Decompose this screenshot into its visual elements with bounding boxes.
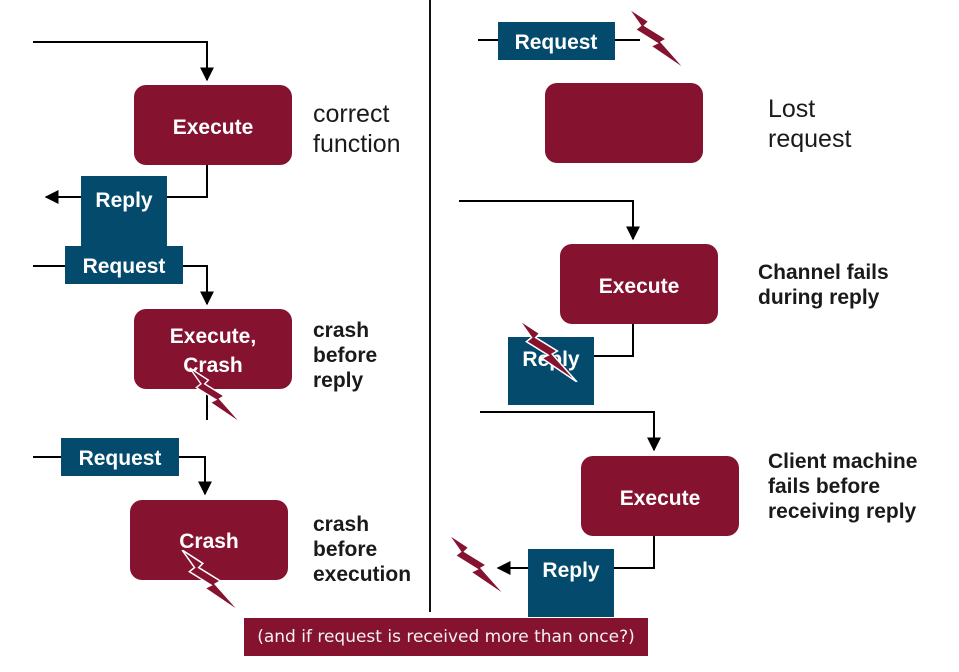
scenario-crash-before-execution: Request Crash bbox=[33, 438, 288, 612]
scenario-lost-request: Request bbox=[478, 8, 703, 163]
request-box bbox=[498, 22, 615, 60]
scenario-correct-function: Execute Reply bbox=[33, 41, 292, 248]
execute-crash-box bbox=[134, 309, 292, 389]
label-channel-fails: Channel fails during reply bbox=[758, 261, 889, 309]
request-box bbox=[61, 438, 179, 476]
label-crash-before-execution: crash before execution bbox=[313, 513, 412, 586]
execute-box bbox=[134, 85, 292, 165]
lost-request-box bbox=[545, 83, 703, 163]
scenario-channel-fails: Execute Reply bbox=[459, 200, 718, 405]
request-box-label: Request bbox=[83, 255, 166, 278]
connector-line bbox=[480, 411, 661, 452]
reply-box-label: Reply bbox=[542, 559, 600, 582]
connector-line bbox=[594, 324, 634, 357]
execute-box bbox=[581, 456, 739, 536]
crash-box bbox=[130, 500, 288, 580]
lightning-bolt-icon bbox=[447, 534, 506, 596]
request-box-label: Request bbox=[79, 447, 162, 470]
execute-crash-label-line2: Crash bbox=[183, 354, 243, 377]
execute-box-label: Execute bbox=[620, 487, 701, 510]
reply-box bbox=[528, 549, 614, 617]
scenario-crash-before-reply: Request Execute, Crash bbox=[33, 246, 292, 425]
connector-line bbox=[459, 200, 640, 241]
execute-crash-label-line1: Execute, bbox=[170, 325, 256, 348]
reply-box bbox=[81, 176, 167, 248]
label-client-fails: Client machine fails before receiving re… bbox=[768, 450, 918, 523]
reply-box-label: Reply bbox=[95, 189, 153, 212]
execute-box bbox=[560, 244, 718, 324]
request-box bbox=[65, 246, 183, 284]
connector-line bbox=[33, 41, 214, 82]
execute-box-label: Execute bbox=[173, 116, 254, 139]
request-box-label: Request bbox=[515, 31, 598, 54]
label-lost-request: Lost request bbox=[768, 95, 852, 153]
crash-box-label: Crash bbox=[179, 530, 239, 553]
execute-box-label: Execute bbox=[599, 275, 680, 298]
scenario-client-fails: Execute Reply bbox=[447, 411, 739, 617]
label-correct-function: correct function bbox=[313, 100, 401, 158]
footer-note: (and if request is received more than on… bbox=[244, 618, 648, 656]
label-crash-before-reply: crash before reply bbox=[313, 319, 378, 392]
